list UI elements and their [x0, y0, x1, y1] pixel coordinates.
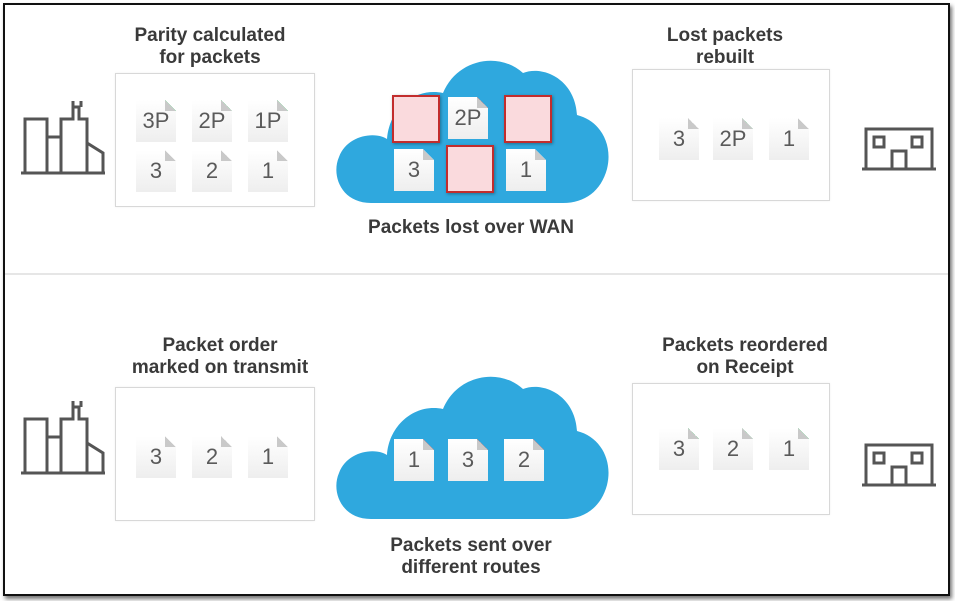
parity-label: Parity calculated for packets: [134, 25, 286, 68]
branch-office-icon: [862, 443, 936, 487]
wan-loss-caption: Packets lost over WAN: [368, 217, 574, 238]
rebuilt-label: Lost packets rebuilt: [666, 25, 784, 68]
packet: 1: [769, 118, 809, 160]
packet: 3: [136, 436, 176, 478]
rebuilt-box: 3 2P 1: [632, 69, 830, 201]
lost-packet: [446, 145, 494, 193]
order-marked-label: Packet order marked on transmit: [131, 335, 309, 378]
packet-ordered: 1: [769, 428, 809, 470]
diagram-frame: Parity calculated for packets 3P 2P 1P 3…: [3, 3, 950, 596]
packet-parity: 3P: [136, 100, 176, 142]
packet: 1: [248, 150, 288, 192]
packet-in-transit: 1: [506, 149, 546, 191]
packet-in-transit: 1: [394, 439, 434, 481]
packet-in-transit: 3: [394, 149, 434, 191]
lost-packet: [392, 95, 440, 143]
packet-parity: 2P: [713, 118, 753, 160]
packet-in-transit: 3: [448, 439, 488, 481]
packet-ordered: 2: [713, 428, 753, 470]
packet: 3: [659, 118, 699, 160]
datacenter-buildings-icon: [21, 401, 105, 475]
section-divider: [5, 273, 948, 275]
packet-parity: 1P: [248, 100, 288, 142]
parity-box: 3P 2P 1P 3 2 1: [115, 73, 315, 207]
packet-ordered: 3: [659, 428, 699, 470]
packet: 2: [192, 150, 232, 192]
packet-in-transit: 2: [504, 439, 544, 481]
packet-parity: 2P: [192, 100, 232, 142]
transmit-box: 3 2 1: [115, 387, 315, 521]
packet-parity-in-transit: 2P: [448, 97, 488, 139]
reordered-label: Packets reordered on Receipt: [662, 335, 828, 378]
packet: 1: [248, 436, 288, 478]
packet: 2: [192, 436, 232, 478]
datacenter-buildings-icon: [21, 101, 105, 175]
branch-office-icon: [862, 127, 936, 171]
receipt-box: 3 2 1: [632, 383, 830, 515]
packet: 3: [136, 150, 176, 192]
lost-packet: [504, 95, 552, 143]
routes-caption: Packets sent over different routes: [390, 535, 552, 578]
